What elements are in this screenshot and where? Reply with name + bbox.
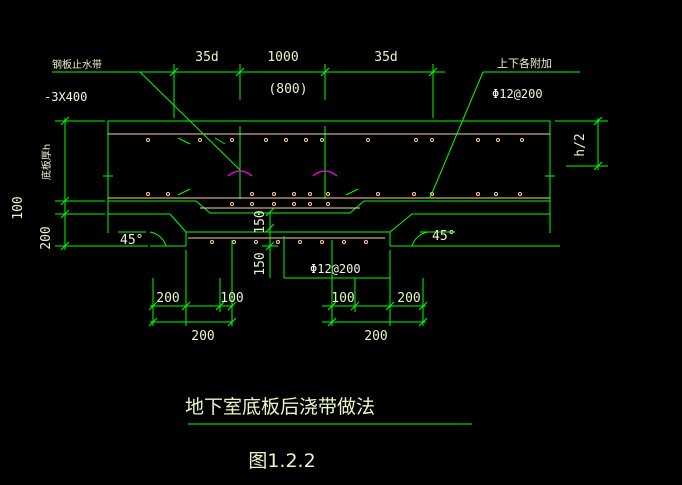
label-half-h: h/2 bbox=[573, 133, 588, 156]
dim-bottom-right-total: 200 bbox=[364, 329, 387, 344]
dim-bottom-left-a: 200 bbox=[156, 291, 179, 306]
label-rebar-spec-bottom: Φ12@200 bbox=[310, 262, 361, 276]
rebar-bend-marks bbox=[177, 137, 359, 196]
bottom-left-dimensions bbox=[148, 240, 237, 327]
center-150-dimensions bbox=[262, 207, 278, 278]
slope-arcs bbox=[149, 231, 429, 247]
label-top-bottom-rebar: 上下各附加 bbox=[497, 56, 552, 70]
half-h-dimension bbox=[555, 116, 608, 171]
label-waterstop-size: -3X400 bbox=[44, 90, 87, 104]
dim-bottom-right-a: 100 bbox=[331, 291, 354, 306]
rebar-leader bbox=[429, 71, 580, 199]
dim-pit-depth: 100 bbox=[11, 196, 26, 219]
dim-bottom-left-total: 200 bbox=[191, 329, 214, 344]
waterstop-hooks bbox=[227, 170, 338, 177]
dim-band-width: 1000 bbox=[267, 50, 298, 65]
waterstop-leader bbox=[52, 71, 241, 171]
label-waterstop: 钢板止水带 bbox=[52, 58, 102, 71]
bottom-right-dimensions bbox=[322, 240, 428, 327]
dim-cushion: 200 bbox=[39, 226, 54, 249]
dim-step-150-a: 150 bbox=[253, 210, 268, 233]
dim-slope-right: 45° bbox=[432, 229, 455, 244]
slab-outline bbox=[107, 120, 560, 247]
rebar-lines bbox=[108, 133, 550, 239]
left-vertical-dimension bbox=[55, 116, 148, 251]
dim-band-width-alt: (800) bbox=[268, 82, 307, 97]
label-rebar-spec-top: Φ12@200 bbox=[492, 87, 543, 101]
dim-slope-left: 45° bbox=[120, 233, 143, 248]
drawing-title: 地下室底板后浇带做法 bbox=[185, 396, 375, 418]
dim-bottom-right-b: 200 bbox=[397, 291, 420, 306]
dim-bottom-left-b: 100 bbox=[220, 291, 243, 306]
dim-anchor-left: 35d bbox=[195, 50, 218, 65]
dim-step-150-b: 150 bbox=[253, 252, 268, 275]
rebar-dots bbox=[146, 138, 524, 244]
label-slab-thickness: 底板厚h bbox=[40, 144, 53, 180]
dim-anchor-right: 35d bbox=[374, 50, 397, 65]
bottom-rebar-leader bbox=[283, 236, 390, 279]
top-dimension bbox=[140, 64, 445, 118]
figure-number: 图1.2.2 bbox=[248, 450, 315, 472]
